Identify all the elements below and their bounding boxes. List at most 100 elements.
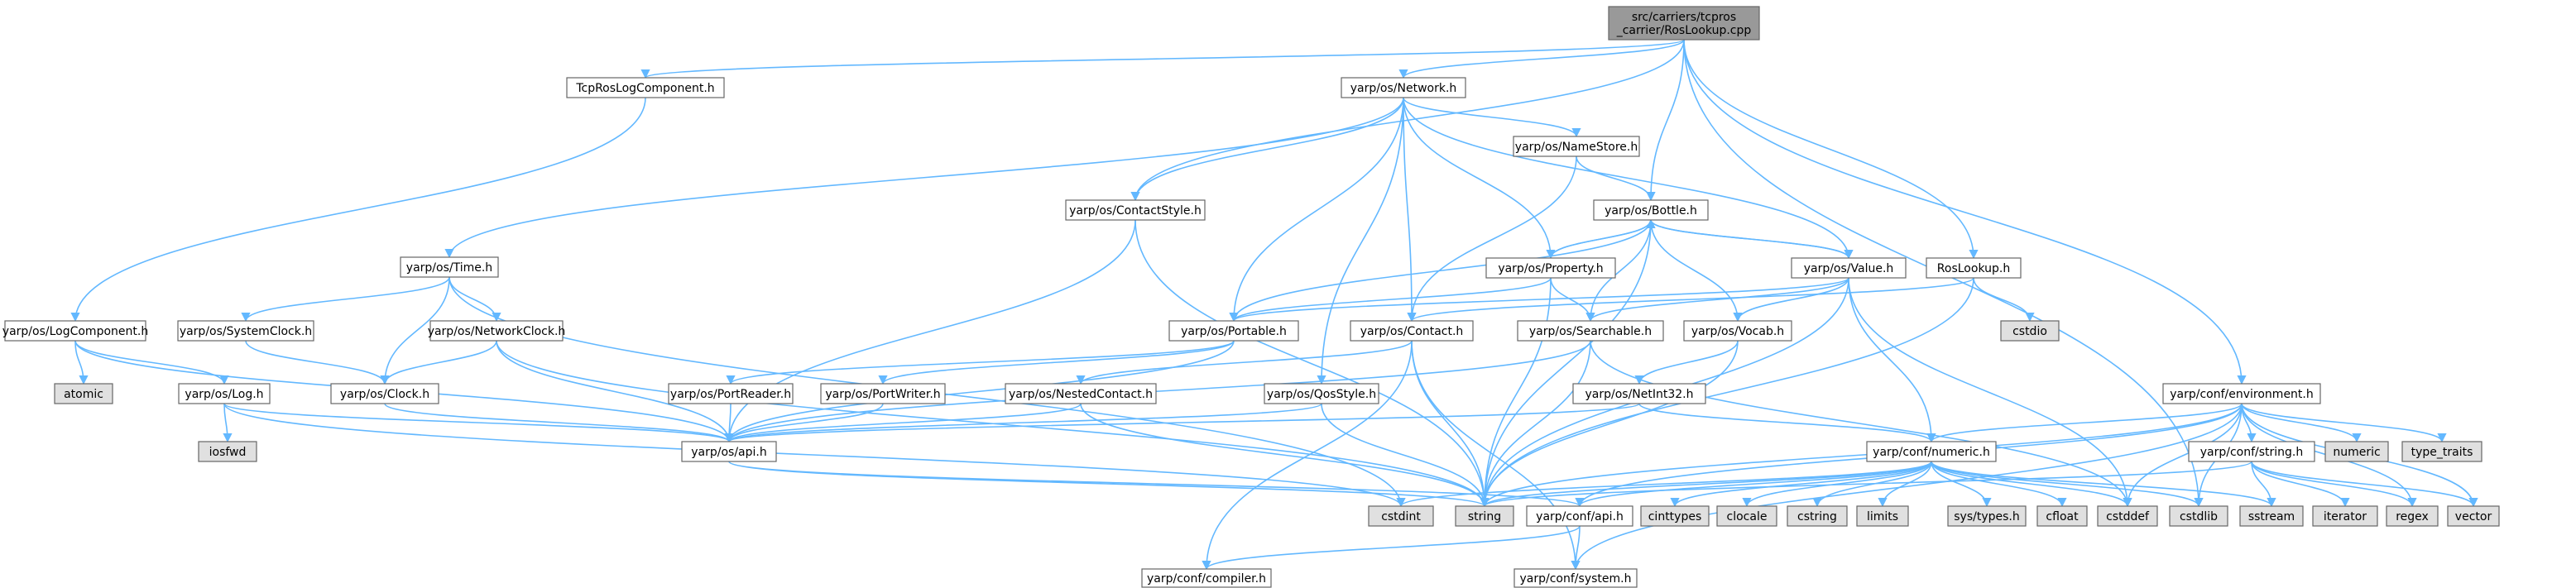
node-box bbox=[1947, 505, 2027, 527]
node-environment[interactable]: yarp/conf/environment.h bbox=[2162, 383, 2321, 404]
node-log[interactable]: yarp/os/Log.h bbox=[178, 383, 271, 404]
edge-root-to-ros_lookup bbox=[1683, 39, 1979, 260]
edge-qos_style-to-string bbox=[1321, 403, 1489, 508]
node-box bbox=[2036, 505, 2088, 527]
edge-value-to-portable bbox=[1229, 277, 1849, 323]
node-box bbox=[2097, 505, 2158, 527]
node-label: yarp/os/Clock.h bbox=[340, 388, 429, 401]
node-value[interactable]: yarp/os/Value.h bbox=[1791, 257, 1907, 279]
node-clock[interactable]: yarp/os/Clock.h bbox=[330, 383, 439, 404]
node-os-api[interactable]: yarp/os/api.h bbox=[681, 441, 777, 462]
node-label: yarp/os/Time.h bbox=[406, 261, 492, 275]
edge-root-to-contact_style bbox=[1130, 39, 1685, 202]
node-contact-style[interactable]: yarp/os/ContactStyle.h bbox=[1065, 199, 1206, 221]
node-network-clock[interactable]: yarp/os/NetworkClock.h bbox=[428, 320, 566, 342]
edge-conf_numeric-to-sstream bbox=[1931, 461, 2276, 508]
node-box bbox=[54, 383, 113, 404]
edge-value-to-vocab bbox=[1733, 277, 1849, 323]
node-time[interactable]: yarp/os/Time.h bbox=[400, 256, 499, 278]
node-port-writer[interactable]: yarp/os/PortWriter.h bbox=[820, 383, 946, 404]
node-box bbox=[1455, 505, 1514, 527]
node-ros-lookup[interactable]: RosLookup.h bbox=[1926, 257, 2022, 279]
node-label: cinttypes bbox=[1648, 510, 1702, 523]
node-box bbox=[1485, 257, 1616, 279]
node-label: yarp/os/Searchable.h bbox=[1529, 325, 1652, 338]
node-box bbox=[1141, 568, 1272, 588]
edge-log_component-to-log bbox=[74, 340, 229, 385]
node-log-component[interactable]: yarp/os/LogComponent.h bbox=[2, 320, 148, 342]
node-bottle[interactable]: yarp/os/Bottle.h bbox=[1593, 199, 1709, 221]
node-label: yarp/os/Portable.h bbox=[1181, 325, 1287, 338]
node-box bbox=[177, 320, 314, 342]
edge-environment-to-system bbox=[1571, 403, 2243, 571]
node-label: cstdlib bbox=[2180, 510, 2218, 523]
edge-contact-to-compiler bbox=[1202, 340, 1413, 571]
node-conf-string[interactable]: yarp/conf/string.h bbox=[2188, 441, 2315, 462]
node-label: yarp/os/LogComponent.h bbox=[2, 325, 148, 338]
node-root[interactable]: src/carriers/tcpros_carrier/RosLookup.cp… bbox=[1608, 6, 1760, 41]
node-label: string bbox=[1468, 510, 1501, 523]
edge-property-to-portable bbox=[1229, 277, 1552, 323]
node-box bbox=[2239, 505, 2304, 527]
node-label: yarp/os/SystemClock.h bbox=[180, 325, 312, 338]
node-label: yarp/conf/system.h bbox=[1520, 572, 1632, 586]
node-sys-types: sys/types.h bbox=[1947, 505, 2027, 527]
node-label: cstdint bbox=[1381, 510, 1421, 523]
node-label: yarp/os/ContactStyle.h bbox=[1069, 204, 1202, 218]
edge-contact-to-nested_contact bbox=[1076, 340, 1413, 385]
node-tcp-ros-log[interactable]: TcpRosLogComponent.h bbox=[566, 77, 725, 98]
node-box bbox=[1526, 505, 1633, 527]
edge-log-to-cstdint bbox=[223, 403, 1406, 508]
node-string: string bbox=[1455, 505, 1514, 527]
node-qos-style[interactable]: yarp/os/QosStyle.h bbox=[1264, 383, 1379, 404]
node-regex: regex bbox=[2386, 505, 2439, 527]
edge-property-to-bottle bbox=[1550, 218, 1656, 259]
edge-conf_string-to-string bbox=[1480, 461, 2252, 508]
edge-conf_numeric-to-sys_types bbox=[1931, 461, 1992, 508]
edge-searchable-to-os_api bbox=[724, 340, 1591, 443]
node-vocab[interactable]: yarp/os/Vocab.h bbox=[1683, 320, 1792, 342]
node-box bbox=[1640, 505, 1710, 527]
node-label: yarp/os/Contact.h bbox=[1360, 325, 1464, 338]
edge-os_api-to-string bbox=[728, 461, 1489, 508]
node-box bbox=[1264, 383, 1379, 404]
dependency-nodes: src/carriers/tcpros_carrier/RosLookup.cp… bbox=[2, 6, 2500, 588]
node-property[interactable]: yarp/os/Property.h bbox=[1485, 257, 1616, 279]
node-contact[interactable]: yarp/os/Contact.h bbox=[1350, 320, 1474, 342]
node-netint32[interactable]: yarp/os/NetInt32.h bbox=[1572, 383, 1706, 404]
node-conf-api[interactable]: yarp/conf/api.h bbox=[1526, 505, 1633, 527]
node-nested-contact[interactable]: yarp/os/NestedContact.h bbox=[1005, 383, 1157, 404]
node-box bbox=[2169, 505, 2228, 527]
node-port-reader[interactable]: yarp/os/PortReader.h bbox=[668, 383, 794, 404]
node-label: yarp/os/Vocab.h bbox=[1691, 325, 1784, 338]
node-limits: limits bbox=[1856, 505, 1909, 527]
node-atomic: atomic bbox=[54, 383, 113, 404]
node-name-store[interactable]: yarp/os/NameStore.h bbox=[1513, 136, 1640, 157]
node-conf-numeric[interactable]: yarp/conf/numeric.h bbox=[1866, 441, 1997, 462]
node-label: yarp/os/NestedContact.h bbox=[1009, 388, 1153, 401]
edge-conf_numeric-to-cstdlib bbox=[1931, 461, 2204, 508]
node-box bbox=[681, 441, 777, 462]
node-network[interactable]: yarp/os/Network.h bbox=[1341, 77, 1466, 98]
node-iosfwd: iosfwd bbox=[198, 441, 257, 462]
edge-environment-to-numeric_std bbox=[2241, 403, 2362, 443]
node-box bbox=[1926, 257, 2022, 279]
edge-portable-to-port_reader bbox=[726, 340, 1235, 385]
edge-contact_style-to-string bbox=[1134, 219, 1489, 508]
node-system-clock[interactable]: yarp/os/SystemClock.h bbox=[177, 320, 314, 342]
node-system[interactable]: yarp/conf/system.h bbox=[1513, 568, 1638, 588]
node-label: TcpRosLogComponent.h bbox=[575, 82, 714, 95]
edge-network_clock-to-os_api bbox=[496, 340, 734, 443]
node-searchable[interactable]: yarp/os/Searchable.h bbox=[1517, 320, 1664, 342]
node-label: type_traits bbox=[2411, 446, 2473, 459]
edge-conf_numeric-to-conf_api bbox=[1575, 461, 1932, 508]
node-label: limits bbox=[1867, 510, 1898, 523]
node-label: cstring bbox=[1797, 510, 1837, 523]
edge-value-to-searchable bbox=[1585, 277, 1849, 323]
node-box bbox=[178, 383, 271, 404]
edge-bottle-to-portable bbox=[1229, 219, 1652, 323]
node-compiler[interactable]: yarp/conf/compiler.h bbox=[1141, 568, 1272, 588]
node-label: yarp/os/NetInt32.h bbox=[1585, 388, 1693, 401]
node-portable[interactable]: yarp/os/Portable.h bbox=[1168, 320, 1299, 342]
node-label: yarp/os/NetworkClock.h bbox=[428, 325, 566, 338]
